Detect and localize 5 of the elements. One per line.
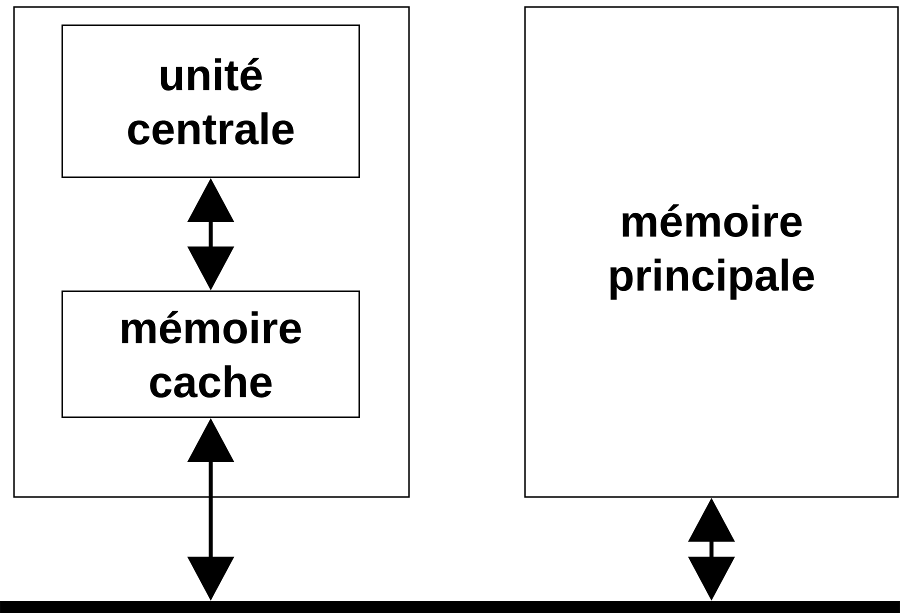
process-box: unité centrale <box>62 24 360 178</box>
memory-box: mémoire principale <box>524 6 899 498</box>
process-box: mémoire cache <box>62 290 360 418</box>
computer-box <box>13 6 410 498</box>
bus-bar <box>0 601 900 613</box>
